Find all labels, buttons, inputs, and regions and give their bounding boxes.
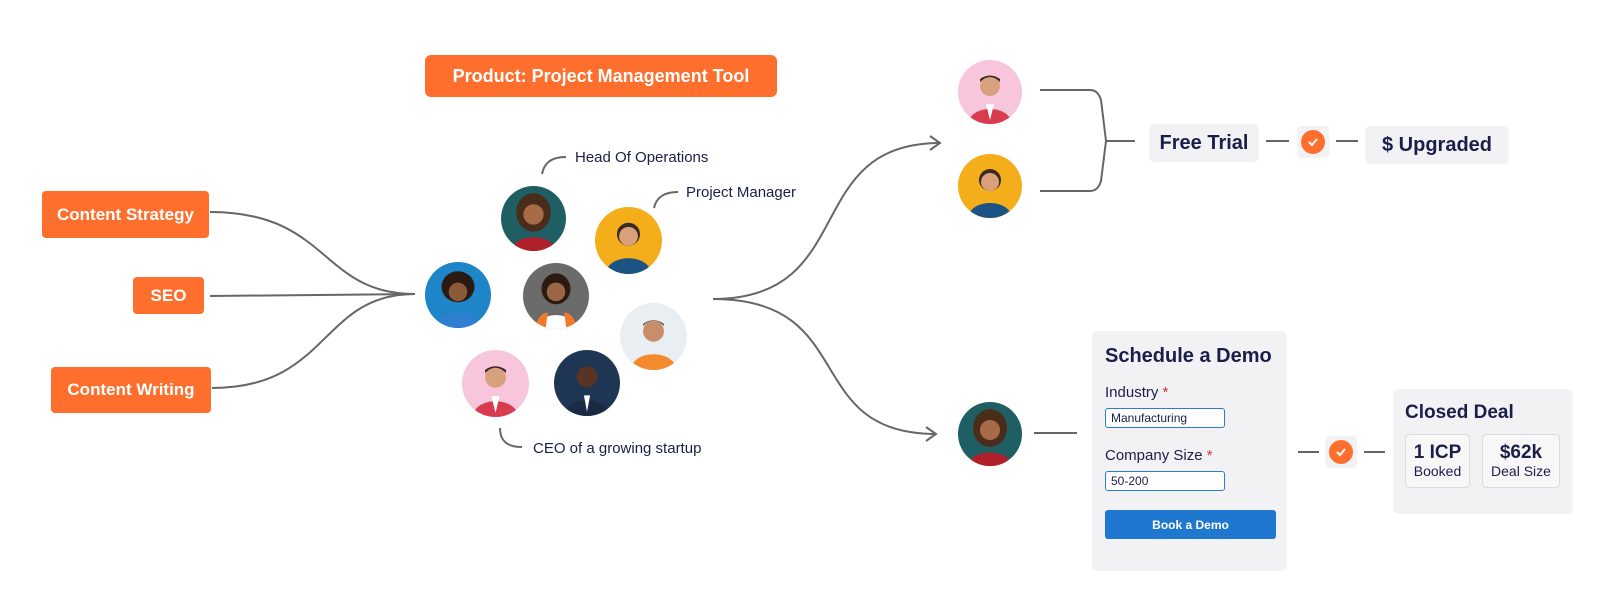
hook-ceo — [499, 427, 523, 448]
company-size-label-text: Company Size — [1105, 447, 1203, 464]
hook-pm — [653, 191, 679, 209]
upgraded-pill: $ Upgraded — [1365, 126, 1509, 164]
label-head-of-operations: Head Of Operations — [575, 149, 709, 166]
avatar-founder — [523, 263, 589, 329]
connector-to-demo — [712, 298, 937, 435]
demo-title: Schedule a Demo — [1105, 345, 1272, 367]
connector-seo — [209, 293, 416, 297]
deal-size-label: Deal Size — [1491, 463, 1551, 480]
label-project-manager: Project Manager — [686, 184, 797, 201]
product-tag: Product: Project Management Tool — [425, 55, 777, 97]
icp-stat: 1 ICP Booked — [1405, 434, 1470, 488]
required-mark: * — [1206, 447, 1213, 464]
source-content-writing: Content Writing — [51, 367, 211, 413]
arrowhead-trial — [929, 135, 942, 151]
closed-deal-title: Closed Deal — [1405, 402, 1514, 423]
avatar-sales-rep — [620, 303, 687, 370]
company-size-label: Company Size * — [1105, 447, 1274, 464]
arrowhead-demo — [925, 426, 938, 442]
source-seo: SEO — [133, 277, 204, 314]
icp-value: 1 ICP — [1413, 441, 1462, 463]
industry-label-text: Industry — [1105, 384, 1159, 401]
check-icon — [1301, 130, 1325, 154]
connector-to-trial — [712, 142, 941, 300]
connector-writing — [211, 293, 416, 389]
book-demo-button[interactable]: Book a Demo — [1105, 510, 1276, 539]
icp-label: Booked — [1413, 463, 1462, 480]
check-icon — [1329, 440, 1353, 464]
avatar-trial-ceo — [958, 60, 1022, 124]
demo-check-box — [1325, 436, 1357, 468]
required-mark: * — [1162, 384, 1169, 401]
deal-size-stat: $62k Deal Size — [1482, 434, 1560, 488]
avatar-head-of-operations — [501, 186, 566, 251]
avatar-marketer — [425, 262, 491, 328]
avatar-demo-head-ops — [958, 402, 1022, 466]
closed-deal-card: Closed Deal 1 ICP Booked $62k Deal Size — [1393, 389, 1573, 514]
company-size-input[interactable]: 50-200 — [1105, 471, 1225, 491]
bracket-bottom — [1040, 140, 1107, 192]
avatar-executive — [554, 350, 620, 416]
deal-stats: 1 ICP Booked $62k Deal Size — [1405, 434, 1561, 488]
label-ceo: CEO of a growing startup — [533, 440, 702, 457]
deal-size-value: $62k — [1499, 441, 1543, 463]
connector-strategy — [209, 211, 416, 295]
bracket-top — [1040, 89, 1107, 142]
avatar-trial-pm — [958, 154, 1022, 218]
avatar-project-manager — [595, 207, 662, 274]
avatar-ceo — [462, 350, 529, 417]
industry-label: Industry * — [1105, 384, 1274, 401]
industry-input[interactable]: Manufacturing — [1105, 408, 1225, 428]
trial-check-box — [1297, 126, 1329, 158]
free-trial-pill: Free Trial — [1149, 124, 1259, 162]
source-content-strategy: Content Strategy — [42, 191, 209, 238]
schedule-demo-card: Schedule a Demo Industry * Manufacturing… — [1092, 331, 1287, 571]
hook-head-ops — [541, 156, 567, 175]
